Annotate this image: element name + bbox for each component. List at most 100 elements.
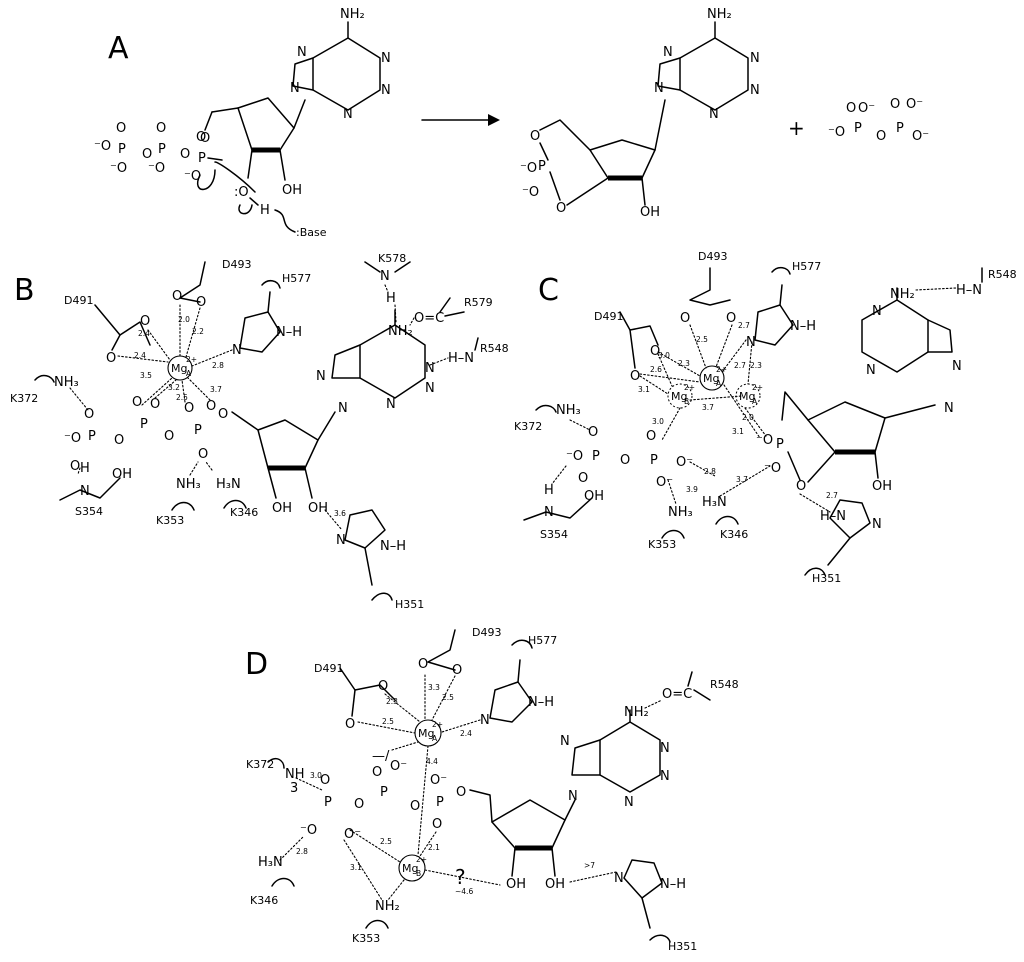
panel-b-residue-d493: D493: [222, 258, 251, 271]
svg-text:O: O: [556, 201, 566, 216]
panel-b-residue-k346: K346: [230, 506, 258, 519]
svg-text:N: N: [386, 397, 396, 412]
svg-text:O⁻: O⁻: [390, 759, 407, 774]
svg-text:2.5: 2.5: [380, 837, 392, 846]
svg-text:3.9: 3.9: [686, 485, 698, 494]
svg-text:O: O: [530, 129, 540, 144]
svg-text:O: O: [354, 797, 364, 812]
panel-d-residue-k372: K372: [246, 758, 274, 771]
panel-d-residue-h577: H577: [528, 634, 557, 647]
svg-text:N: N: [663, 45, 673, 60]
svg-text:OH: OH: [112, 467, 132, 482]
substrate-nh2: NH₂: [340, 7, 365, 22]
panel-b: B Mg A 2+ O O D491 O O D493 N N–H H577 K…: [10, 252, 509, 611]
svg-text:N–H: N–H: [528, 695, 554, 710]
svg-text:2+: 2+: [716, 365, 727, 374]
svg-text:O: O: [796, 479, 806, 494]
svg-text:P: P: [324, 795, 332, 810]
attack-h: H: [260, 203, 270, 218]
svg-text:O: O: [164, 429, 174, 444]
panel-c-label: C: [538, 273, 559, 308]
svg-text:O: O: [218, 407, 228, 422]
svg-text:N: N: [872, 304, 882, 319]
svg-text:A: A: [752, 397, 758, 406]
panel-c: C Mg A 2+ Mg B 2+ Mg A 2+ D493 O O N N–H…: [514, 250, 1017, 585]
svg-text:O: O: [116, 121, 126, 136]
svg-text:N: N: [614, 871, 624, 886]
svg-text:O: O: [184, 401, 194, 416]
svg-text:⁻O: ⁻O: [184, 169, 201, 184]
svg-text:NH₂: NH₂: [624, 705, 649, 720]
svg-text:2.3: 2.3: [750, 361, 762, 370]
svg-text:2+: 2+: [416, 855, 427, 864]
svg-text:Mg: Mg: [739, 390, 755, 403]
svg-text:3.7: 3.7: [702, 403, 714, 412]
svg-text:O: O: [196, 295, 206, 310]
svg-text:A: A: [186, 369, 192, 378]
panel-b-residue-k578: K578: [378, 252, 406, 265]
panel-b-residue-h351: H351: [395, 598, 424, 611]
svg-text:NH: NH: [285, 767, 305, 782]
panel-b-residue-k372: K372: [10, 392, 38, 405]
svg-text:>7: >7: [584, 861, 595, 870]
substrate-ribose: OH O :O H: [200, 97, 306, 218]
svg-text:N: N: [568, 789, 578, 804]
svg-text:H₃N: H₃N: [216, 477, 241, 492]
svg-text:3.6: 3.6: [334, 509, 346, 518]
svg-text:N: N: [750, 51, 760, 66]
svg-text:O: O: [320, 773, 330, 788]
svg-text:3.0: 3.0: [658, 351, 670, 360]
svg-text:2.8: 2.8: [704, 467, 716, 476]
svg-text:N: N: [290, 81, 300, 96]
svg-text:O⁻: O⁻: [912, 129, 929, 144]
svg-text:B: B: [684, 397, 689, 406]
svg-text:H–N: H–N: [820, 509, 846, 524]
svg-text:2.5: 2.5: [176, 393, 188, 402]
substrate-adenine: NH₂ N N N N N: [290, 7, 391, 122]
svg-text:O: O: [846, 101, 856, 116]
base-label: :Base: [296, 226, 327, 239]
plus-sign: +: [788, 116, 805, 140]
svg-text:H: H: [80, 461, 90, 476]
panel-b-residue-r548: R548: [480, 342, 509, 355]
svg-text:O: O: [196, 130, 206, 145]
svg-text:N: N: [654, 81, 664, 96]
svg-text:O⁻: O⁻: [344, 827, 361, 842]
svg-text:N–H: N–H: [276, 325, 302, 340]
svg-text:H: H: [544, 483, 554, 498]
svg-text:N: N: [425, 361, 435, 376]
svg-text:O: O: [156, 121, 166, 136]
svg-text:3.1: 3.1: [638, 385, 650, 394]
svg-text:P: P: [650, 453, 658, 468]
svg-text:3.5: 3.5: [140, 371, 152, 380]
svg-text:2.4: 2.4: [138, 329, 150, 338]
svg-text:O: O: [372, 765, 382, 780]
svg-text:O: O: [345, 717, 355, 732]
svg-text:N: N: [480, 713, 490, 728]
svg-text:H₃N: H₃N: [258, 855, 283, 870]
svg-text:4.4: 4.4: [426, 757, 438, 766]
svg-text:⁻O: ⁻O: [520, 161, 537, 176]
product-oh: OH: [640, 205, 660, 220]
svg-text:O=C: O=C: [414, 311, 444, 326]
svg-text:2.6: 2.6: [650, 365, 662, 374]
svg-text:2.0: 2.0: [742, 413, 754, 422]
svg-text:NH₂: NH₂: [375, 899, 400, 914]
svg-text:2.8: 2.8: [296, 847, 308, 856]
svg-text:Mg: Mg: [703, 372, 719, 385]
svg-text:O: O: [680, 311, 690, 326]
svg-text:Mg: Mg: [171, 362, 187, 375]
svg-text:3.7: 3.7: [210, 385, 222, 394]
svg-text:O: O: [578, 471, 588, 486]
panel-c-mg-a: [699, 365, 725, 391]
svg-text:N: N: [343, 107, 353, 122]
svg-text:Mg: Mg: [418, 727, 434, 740]
svg-text:N–H: N–H: [380, 539, 406, 554]
svg-text:3.1: 3.1: [350, 863, 362, 872]
svg-text:O: O: [106, 351, 116, 366]
product-camp: NH₂ N N N N N OH O P ⁻O ⁻O O: [520, 7, 760, 220]
panel-d-residue-h351: H351: [668, 940, 697, 953]
panel-b-residue-d491: D491: [64, 294, 93, 307]
product-nh2: NH₂: [707, 7, 732, 22]
attack-o: :O: [234, 185, 249, 200]
